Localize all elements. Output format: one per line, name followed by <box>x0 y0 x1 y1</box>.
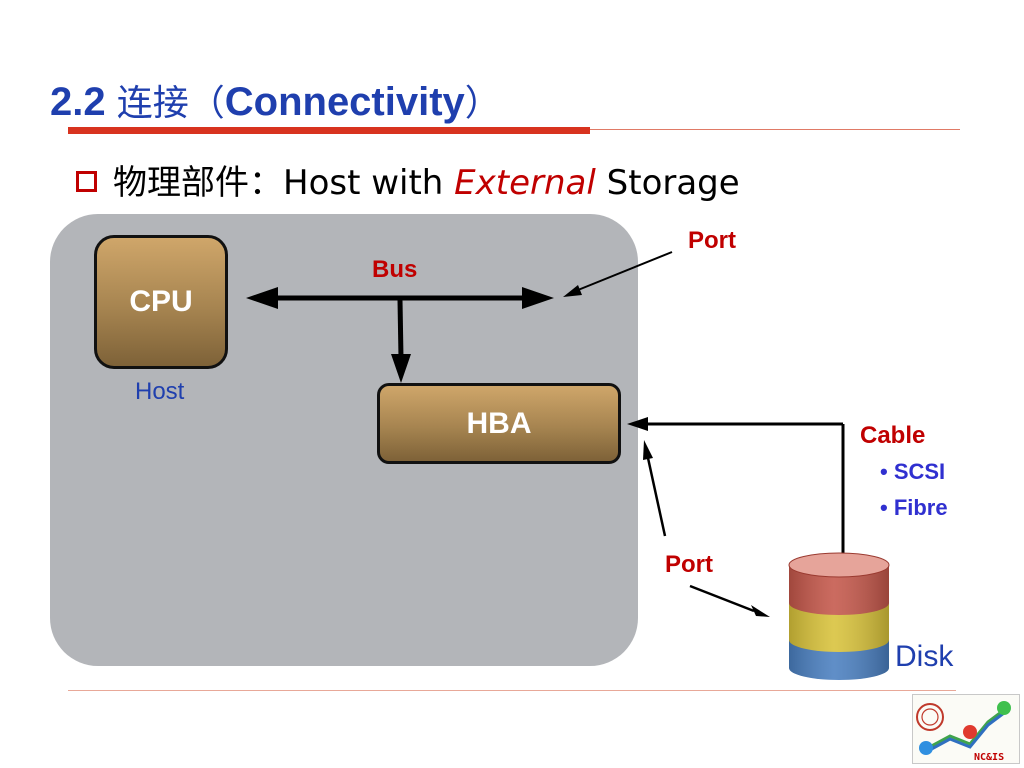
cable-line <box>627 417 850 575</box>
bullet-point: 物理部件：Host with External Storage <box>76 155 740 204</box>
bus-label: Bus <box>372 256 418 283</box>
title-underline-accent <box>68 127 590 134</box>
checkbox-bullet-icon <box>76 171 97 192</box>
logo-text: NC&IS <box>974 752 1004 763</box>
bullet-text-suffix: Storage <box>595 163 740 203</box>
cpu-box: CPU <box>94 235 228 369</box>
disk-cylinder-icon <box>788 552 890 680</box>
cable-label: Cable <box>860 422 926 449</box>
host-label: Host <box>135 378 185 405</box>
bus-to-hba-arrow <box>391 299 411 383</box>
bus-arrow <box>246 287 554 309</box>
title-number: 2.2 <box>50 80 106 124</box>
port-bottom-pointer-hba <box>643 440 667 537</box>
title-chinese: 连接（ <box>116 83 225 124</box>
port-top-label: Port <box>688 227 736 254</box>
hba-label: HBA <box>466 406 532 440</box>
port-bottom-label: Port <box>665 551 713 578</box>
bullet-text-prefix: 物理部件：Host with <box>113 163 455 203</box>
title-english: Connectivity <box>224 80 465 124</box>
cable-type-scsi: • SCSI <box>880 459 946 484</box>
title-close-paren: ） <box>464 83 501 124</box>
footer-divider <box>68 690 956 691</box>
port-top-pointer <box>563 251 673 297</box>
slide-title: 2.2 连接（Connectivity） <box>50 74 501 126</box>
bullet-text-emphasis: External <box>454 163 596 203</box>
nc-is-logo: NC&IS <box>912 694 1020 764</box>
port-bottom-pointer-disk <box>689 584 770 617</box>
cable-type-fibre: • Fibre <box>880 495 948 520</box>
hba-box: HBA <box>377 383 621 464</box>
cpu-label: CPU <box>129 285 193 318</box>
disk-label: Disk <box>895 640 954 673</box>
